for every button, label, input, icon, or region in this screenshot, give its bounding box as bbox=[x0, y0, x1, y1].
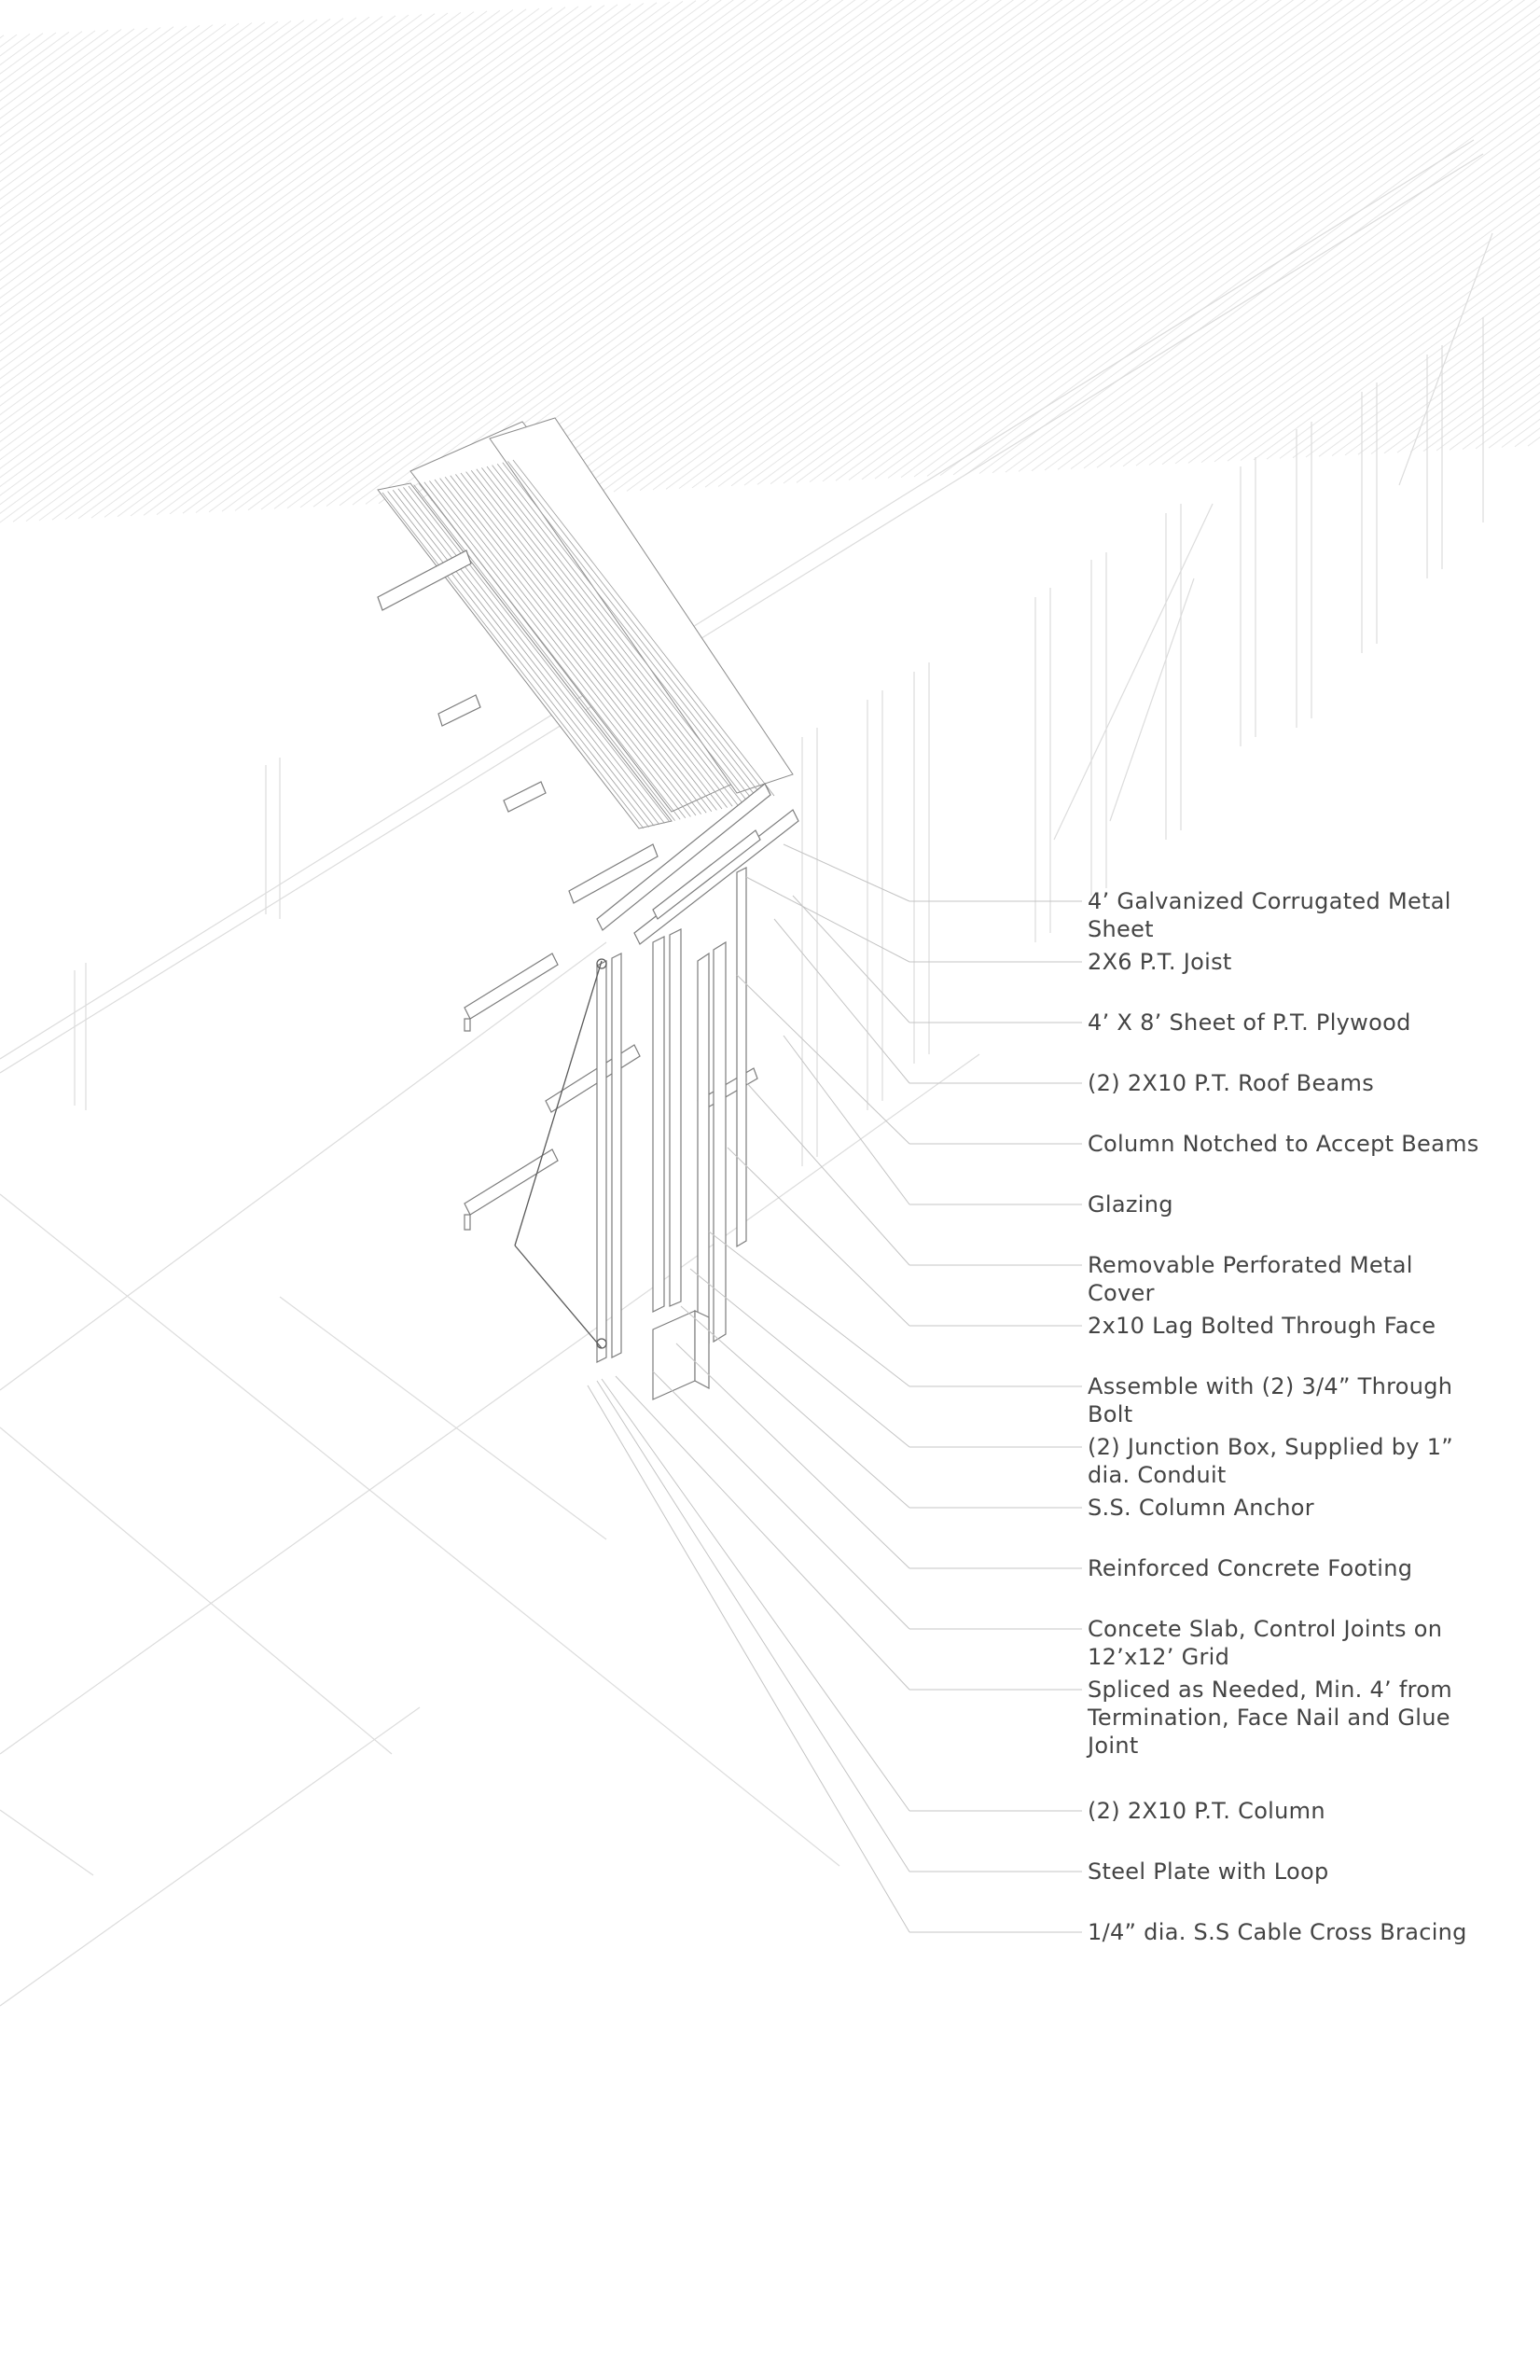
p-t-joists bbox=[377, 550, 659, 904]
background-roof-corrugations bbox=[0, 0, 1540, 523]
callout-glazing: Glazing bbox=[1088, 1191, 1173, 1218]
callout-lag-bolted: 2x10 Lag Bolted Through Face bbox=[1088, 1313, 1436, 1339]
corrugated-roof-sheets bbox=[377, 417, 794, 829]
callout-steel-plate: Steel Plate with Loop bbox=[1088, 1858, 1329, 1885]
callout-joist: 2X6 P.T. Joist bbox=[1088, 949, 1232, 975]
callout-notched-column: Column Notched to Accept Beams bbox=[1088, 1131, 1479, 1157]
p-t-roof-beams bbox=[596, 783, 799, 945]
callout-concrete-slab: Concete Slab, Control Joints on 12’x12’ … bbox=[1088, 1616, 1443, 1670]
callout-column-anchor: S.S. Column Anchor bbox=[1088, 1495, 1314, 1521]
callout-cable-bracing: 1/4” dia. S.S Cable Cross Bracing bbox=[1088, 1919, 1467, 1945]
callout-roof-beams: (2) 2X10 P.T. Roof Beams bbox=[1088, 1070, 1375, 1096]
callout-corrugated-metal-sheet: 4’ Galvanized Corrugated Metal Sheet bbox=[1088, 888, 1451, 942]
callout-perforated-cover: Removable Perforated Metal Cover bbox=[1088, 1252, 1413, 1306]
reinforced-concrete-footing bbox=[652, 1310, 710, 1400]
callout-through-bolt: Assemble with (2) 3/4” Through Bolt bbox=[1088, 1373, 1453, 1427]
callout-concrete-footing: Reinforced Concrete Footing bbox=[1088, 1555, 1413, 1581]
callout-column: (2) 2X10 P.T. Column bbox=[1088, 1798, 1325, 1824]
callout-leader-lines bbox=[587, 843, 1082, 1933]
background-building-outline bbox=[0, 139, 1493, 2007]
callout-splice: Spliced as Needed, Min. 4’ from Terminat… bbox=[1088, 1677, 1452, 1759]
callout-junction-box: (2) Junction Box, Supplied by 1” dia. Co… bbox=[1088, 1434, 1454, 1488]
steel-cable-bracing bbox=[514, 958, 607, 1349]
callout-plywood-sheet: 4’ X 8’ Sheet of P.T. Plywood bbox=[1088, 1009, 1411, 1036]
roof-sheet-ribs bbox=[382, 459, 775, 829]
p-t-columns bbox=[596, 867, 747, 1363]
